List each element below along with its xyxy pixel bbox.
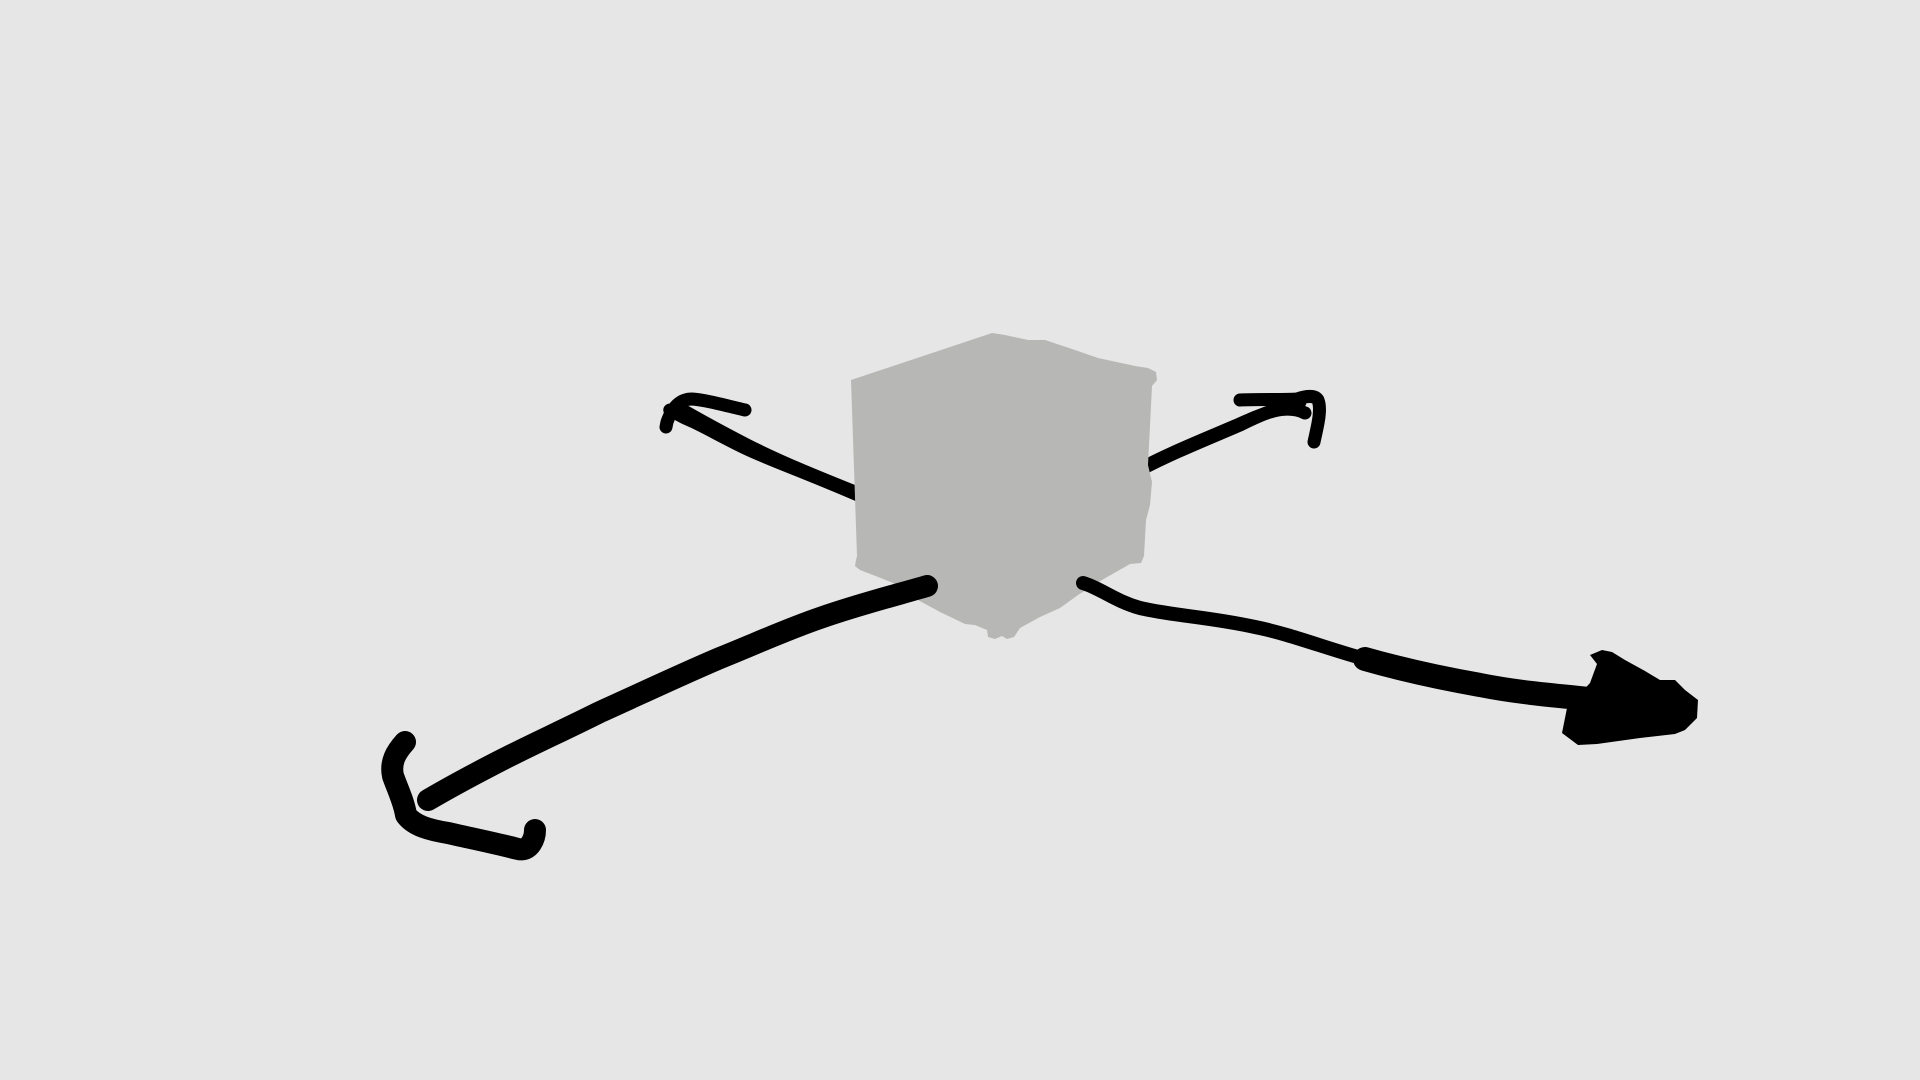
- arrow-front-left-head: [381, 731, 546, 861]
- arrow-back-right-head: [1233, 390, 1326, 449]
- arrow-back-left-head: [659, 392, 752, 434]
- arrow-back-right-shaft-main: [1133, 395, 1307, 477]
- arrow-front-right: [1076, 576, 1698, 745]
- arrow-front-right-head: [1562, 650, 1698, 745]
- cube: [851, 333, 1157, 639]
- arrow-front-left: [381, 575, 938, 861]
- arrow-back-right: [1131, 390, 1326, 477]
- arrow-front-left-shaft: [417, 575, 938, 811]
- arrow-front-right-shaft: [1076, 576, 1372, 666]
- arrow-back-left-shaft-main: [679, 405, 867, 501]
- arrow-back-left: [659, 392, 867, 502]
